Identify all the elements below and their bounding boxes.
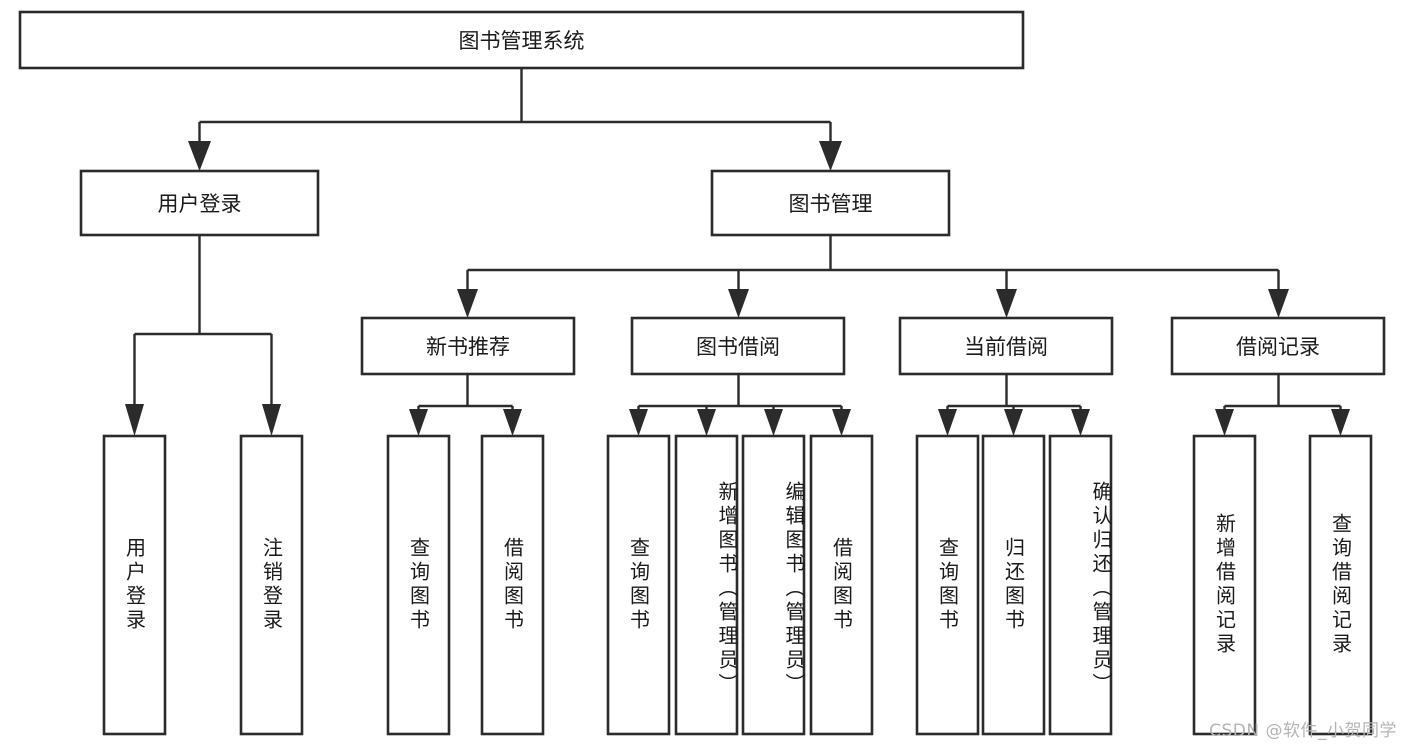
node-user-login[interactable] — [79, 169, 320, 237]
arrowhead-leaf-cb-confirm-return — [1071, 409, 1090, 436]
arrowhead-to-user-login — [188, 141, 211, 171]
arrowhead-to-book-borrow — [728, 289, 749, 318]
arrowhead-leaf-br-add-record — [1215, 409, 1234, 436]
arrowhead-leaf-nb-borrow-book — [503, 409, 522, 436]
leaf-box-nb-query-book[interactable] — [386, 434, 451, 736]
arrowhead-to-current-borrow — [996, 289, 1017, 318]
arrowhead-leaf-bb-query-book — [629, 409, 648, 436]
arrowhead-to-new-book-recommend — [457, 289, 478, 318]
node-root-book-management-system[interactable] — [18, 10, 1025, 70]
leaf-box-user-login[interactable] — [102, 434, 167, 736]
node-borrow-record[interactable] — [1170, 316, 1386, 376]
arrowhead-leaf-user-login — [125, 404, 144, 436]
arrowhead-leaf-cb-return-book — [1004, 409, 1023, 436]
arrowhead-leaf-logout-login — [262, 404, 281, 436]
watermark-text: CSDN @软件_小贺同学 — [1209, 721, 1397, 741]
arrowhead-leaf-bb-edit-book — [764, 409, 783, 436]
arrowhead-leaf-bb-borrow-book — [832, 409, 851, 436]
leaf-box-cb-return-book[interactable] — [981, 434, 1046, 736]
node-current-borrow[interactable] — [898, 316, 1114, 376]
node-book-management[interactable] — [710, 169, 951, 237]
arrowhead-to-borrow-record — [1268, 289, 1289, 318]
leaf-box-cb-query-book[interactable] — [915, 434, 980, 736]
leaf-box-bb-query-book[interactable] — [606, 434, 671, 736]
leaf-box-bb-edit-book[interactable] — [741, 434, 806, 736]
arrowhead-to-book-management — [819, 141, 842, 171]
arrowhead-leaf-cb-query-book — [938, 409, 957, 436]
node-book-borrow[interactable] — [630, 316, 846, 376]
arrowhead-leaf-bb-add-book — [697, 409, 716, 436]
node-new-book-recommend[interactable] — [360, 316, 576, 376]
leaf-box-logout-login[interactable] — [239, 434, 304, 736]
leaf-box-br-query-record[interactable] — [1308, 434, 1373, 736]
leaf-box-bb-borrow-book[interactable] — [809, 434, 874, 736]
leaf-box-nb-borrow-book[interactable] — [480, 434, 545, 736]
arrowhead-leaf-nb-query-book — [409, 409, 428, 436]
leaf-box-cb-confirm-return[interactable] — [1048, 434, 1113, 736]
leaf-box-br-add-record[interactable] — [1192, 434, 1257, 736]
leaf-box-bb-add-book[interactable] — [674, 434, 739, 736]
arrowhead-leaf-br-query-record — [1331, 409, 1350, 436]
